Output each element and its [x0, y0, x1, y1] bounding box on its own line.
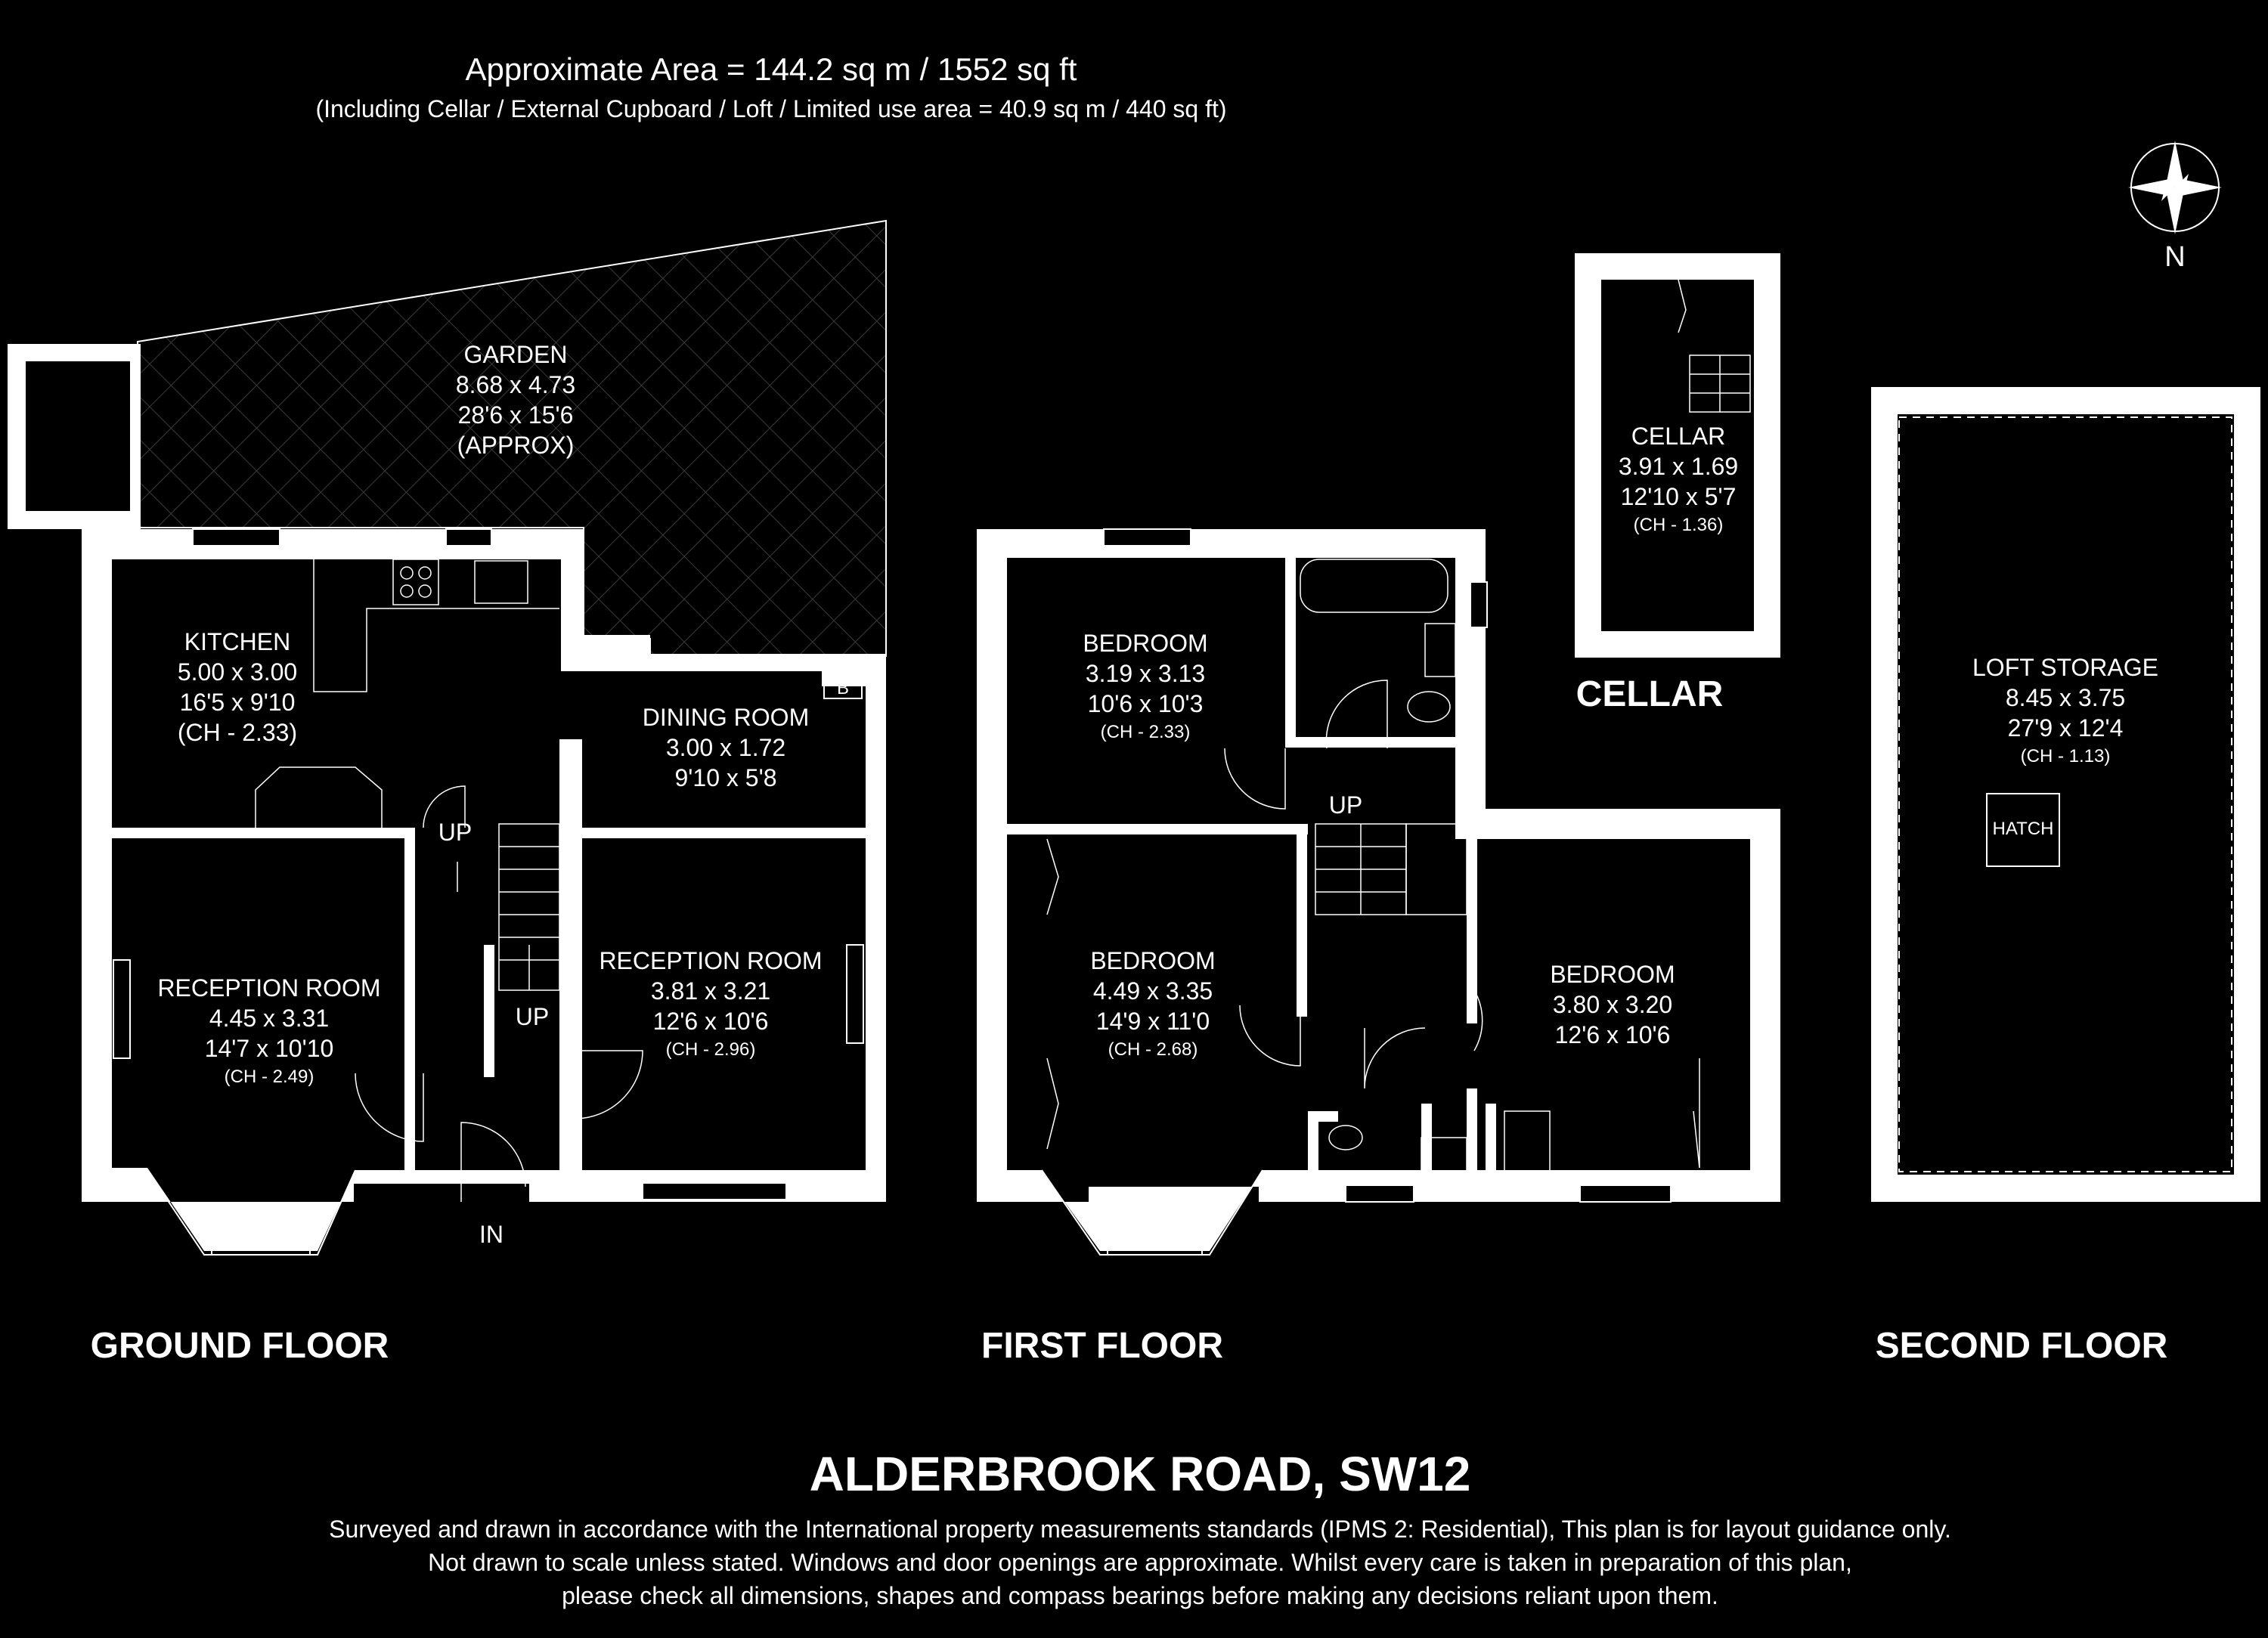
svg-text:12'6 x 10'6: 12'6 x 10'6	[653, 1008, 769, 1035]
svg-text:(CH - 1.13): (CH - 1.13)	[2021, 746, 2111, 766]
svg-text:(CH - 1.36): (CH - 1.36)	[1634, 515, 1724, 535]
svg-text:10'6 x 10'3: 10'6 x 10'3	[1088, 690, 1204, 717]
svg-text:5.00 x 3.00: 5.00 x 3.00	[178, 658, 297, 686]
loft-storage-label: LOFT STORAGE 8.45 x 3.75 27'9 x 12'4 (CH…	[1972, 654, 2158, 766]
ground-floor-walls	[82, 529, 886, 1251]
svg-text:RECEPTION ROOM: RECEPTION ROOM	[599, 947, 822, 974]
svg-text:BEDROOM: BEDROOM	[1083, 630, 1207, 657]
disclaimer-line-2: Not drawn to scale unless stated. Window…	[428, 1549, 1852, 1576]
ground-stairs	[457, 823, 560, 991]
bedroom-2-label: BEDROOM 4.49 x 3.35 14'9 x 11'0 (CH - 2.…	[1090, 947, 1215, 1060]
first-floor-walls	[977, 529, 1780, 1251]
external-cupboard	[8, 344, 141, 529]
second-floor-plan	[1871, 387, 2260, 1202]
disclaimer-line-3: please check all dimensions, shapes and …	[562, 1582, 1718, 1609]
svg-text:16'5 x 9'10: 16'5 x 9'10	[180, 689, 296, 716]
cellar-heading: CELLAR	[1576, 674, 1724, 714]
svg-text:12'6 x 10'6: 12'6 x 10'6	[1555, 1021, 1671, 1048]
svg-text:(CH - 2.96): (CH - 2.96)	[666, 1039, 756, 1060]
svg-text:(CH - 2.68): (CH - 2.68)	[1108, 1039, 1198, 1060]
compass-icon	[2128, 141, 2222, 234]
first-floor-up-label: UP	[1329, 791, 1362, 819]
svg-text:4.45 x 3.31: 4.45 x 3.31	[209, 1005, 329, 1032]
boiler-label: B	[837, 678, 849, 698]
stairs-up-label-2: UP	[516, 1003, 549, 1030]
svg-text:CELLAR: CELLAR	[1631, 423, 1726, 450]
svg-text:3.80 x 3.20: 3.80 x 3.20	[1553, 991, 1672, 1018]
svg-text:27'9 x 12'4: 27'9 x 12'4	[2008, 714, 2124, 742]
stairs-up-label: UP	[438, 819, 472, 846]
svg-text:4.49 x 3.35: 4.49 x 3.35	[1093, 977, 1213, 1005]
svg-text:3.91 x 1.69: 3.91 x 1.69	[1619, 453, 1738, 480]
ground-floor-heading: GROUND FLOOR	[91, 1326, 389, 1366]
entrance-label: IN	[479, 1221, 503, 1248]
svg-text:28'6 x 15'6: 28'6 x 15'6	[458, 401, 574, 429]
second-floor-heading: SECOND FLOOR	[1876, 1326, 2168, 1366]
cellar-plan	[1575, 253, 1780, 658]
dining-room-label: DINING ROOM 3.00 x 1.72 9'10 x 5'8	[643, 704, 809, 791]
svg-text:3.00 x 1.72: 3.00 x 1.72	[666, 734, 785, 761]
svg-text:GARDEN: GARDEN	[464, 341, 568, 368]
svg-text:KITCHEN: KITCHEN	[184, 628, 290, 655]
svg-text:14'9 x 11'0: 14'9 x 11'0	[1096, 1008, 1210, 1035]
svg-text:14'7 x 10'10: 14'7 x 10'10	[205, 1035, 334, 1062]
first-floor-plan	[977, 528, 1780, 1256]
svg-text:(CH - 2.33): (CH - 2.33)	[1101, 722, 1191, 742]
first-floor-heading: FIRST FLOOR	[981, 1326, 1223, 1366]
svg-text:9'10 x 5'8: 9'10 x 5'8	[675, 764, 777, 791]
ground-floor-plan	[8, 219, 887, 1256]
kitchen-label: KITCHEN 5.00 x 3.00 16'5 x 9'10 (CH - 2.…	[178, 628, 297, 746]
address-title: ALDERBROOK ROAD, SW12	[810, 1447, 1471, 1501]
area-title: Approximate Area = 144.2 sq m / 1552 sq …	[466, 51, 1077, 87]
reception-room-2-label: RECEPTION ROOM 3.81 x 3.21 12'6 x 10'6 (…	[599, 947, 822, 1060]
first-floor-stairs	[1315, 823, 1467, 915]
svg-text:3.81 x 3.21: 3.81 x 3.21	[651, 977, 770, 1005]
bedroom-1-label: BEDROOM 3.19 x 3.13 10'6 x 10'3 (CH - 2.…	[1083, 630, 1207, 742]
svg-text:8.45 x 3.75: 8.45 x 3.75	[2006, 684, 2125, 711]
svg-text:(APPROX): (APPROX)	[457, 432, 575, 459]
svg-text:(CH - 2.33): (CH - 2.33)	[178, 719, 297, 746]
compass-north-label: N	[2164, 241, 2185, 273]
garden-label: GARDEN 8.68 x 4.73 28'6 x 15'6 (APPROX)	[456, 341, 575, 459]
svg-text:12'10 x 5'7: 12'10 x 5'7	[1621, 483, 1737, 510]
svg-text:BEDROOM: BEDROOM	[1550, 961, 1675, 988]
reception-room-1-label: RECEPTION ROOM 4.45 x 3.31 14'7 x 10'10 …	[157, 974, 380, 1087]
svg-text:LOFT STORAGE: LOFT STORAGE	[1972, 654, 2158, 681]
hatch-label: HATCH	[1993, 819, 2054, 839]
area-note: (Including Cellar / External Cupboard / …	[315, 95, 1226, 122]
disclaimer-line-1: Surveyed and drawn in accordance with th…	[329, 1516, 1951, 1543]
bedroom-3-label: BEDROOM 3.80 x 3.20 12'6 x 10'6	[1550, 961, 1675, 1048]
cellar-label: CELLAR 3.91 x 1.69 12'10 x 5'7 (CH - 1.3…	[1619, 423, 1738, 535]
svg-text:RECEPTION ROOM: RECEPTION ROOM	[157, 974, 380, 1002]
svg-text:DINING ROOM: DINING ROOM	[643, 704, 809, 731]
svg-text:BEDROOM: BEDROOM	[1090, 947, 1215, 974]
svg-text:3.19 x 3.13: 3.19 x 3.13	[1086, 660, 1205, 687]
svg-text:8.68 x 4.73: 8.68 x 4.73	[456, 371, 575, 398]
svg-text:(CH - 2.49): (CH - 2.49)	[225, 1067, 314, 1087]
